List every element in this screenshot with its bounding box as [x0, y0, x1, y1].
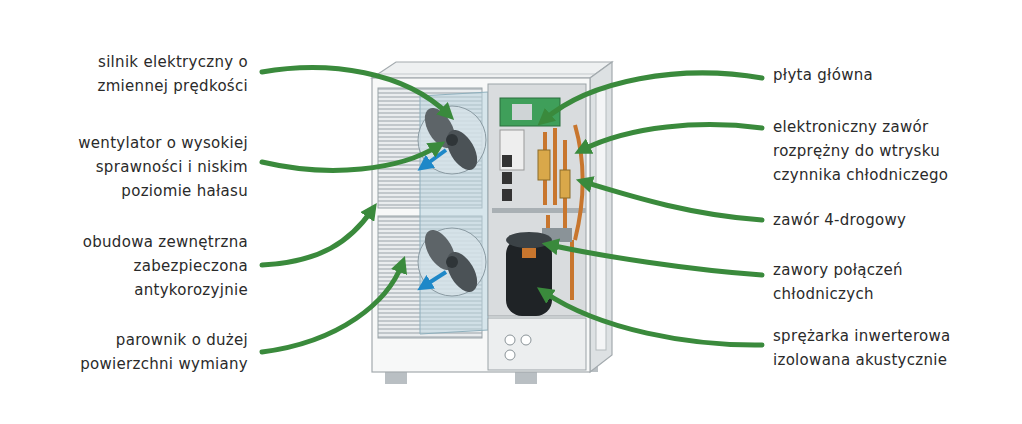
part-label: sprężarka inwerterowa izolowana akustycz… — [773, 324, 983, 372]
part-label: silnik elektryczny o zmiennej prędkości — [48, 50, 248, 98]
part-label: elektroniczny zawór rozprężny do wtrysku… — [773, 115, 983, 187]
leader-arrows — [262, 68, 762, 352]
part-label: parownik o dużej powierzchni wymiany — [48, 328, 248, 376]
part-label: wentylator o wysokiej sprawności i niski… — [48, 131, 248, 203]
part-label: zawory połączeń chłodniczych — [773, 258, 983, 306]
part-label: obudowa zewnętrzna zabezpieczona antykor… — [48, 230, 248, 302]
part-label: zawór 4-drogowy — [773, 208, 983, 232]
part-label: płyta główna — [773, 63, 983, 87]
